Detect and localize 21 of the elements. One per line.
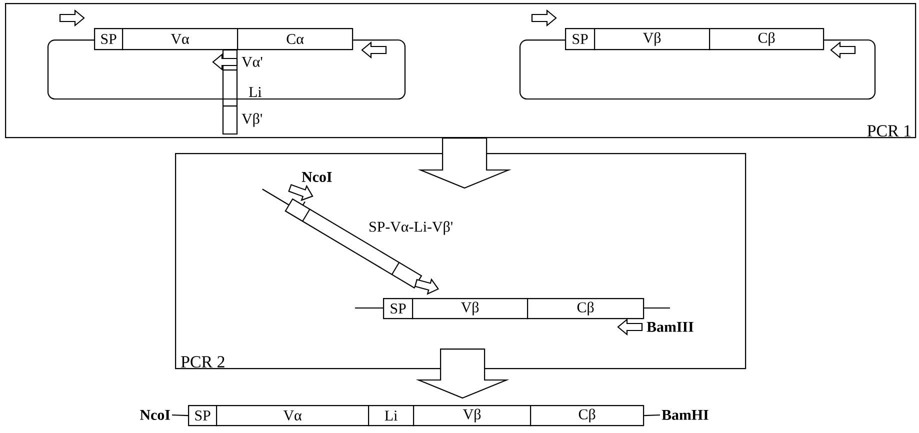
- gene-segment: Li: [368, 405, 414, 426]
- dna-strand: [172, 414, 188, 416]
- gene-segment: Cα: [237, 28, 354, 50]
- plasmid-loop: [519, 39, 876, 100]
- gene-segment: Cβ: [709, 28, 824, 50]
- restriction-site-label: NcoI: [302, 172, 332, 182]
- primer-label: Li: [249, 87, 262, 97]
- restriction-site-label: BamIII: [646, 322, 694, 332]
- gene-segment: SP: [565, 28, 596, 50]
- restriction-site-label: NcoI: [140, 410, 170, 420]
- primer-label: Vα': [242, 57, 262, 67]
- fragment-label: SP-Vα-Li-Vβ': [370, 221, 452, 235]
- gene-segment: Cβ: [527, 298, 644, 320]
- gene-segment: SP: [94, 28, 124, 50]
- gene-segment: SP: [188, 405, 218, 426]
- dna-strand: [644, 414, 660, 416]
- gene-segment: Cβ: [530, 405, 644, 426]
- plasmid-loop: [47, 39, 406, 100]
- restriction-site-label: BamHI: [662, 410, 708, 420]
- gene-segment: SP: [383, 298, 414, 320]
- primer-label: Vβ': [242, 113, 262, 127]
